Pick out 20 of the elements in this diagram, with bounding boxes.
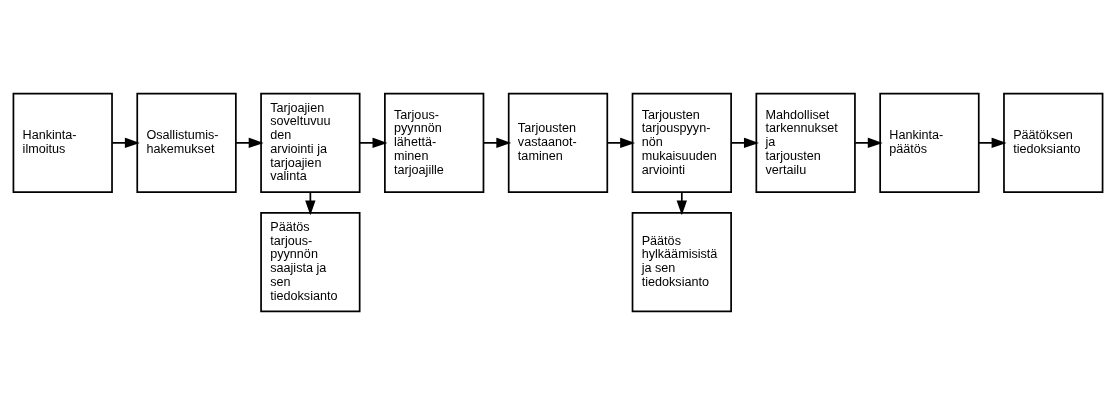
arrow (235, 137, 264, 149)
node-box: Päätös tarjous- pyynnön saajista ja sen tiedoksianto (260, 211, 361, 313)
node-box: Tarjoajien soveltuvuu den arviointi ja tarjoajien valinta (260, 92, 361, 194)
arrow (978, 137, 1007, 149)
arrow (111, 137, 140, 149)
arrow (482, 137, 512, 149)
arrow (676, 191, 688, 216)
arrow (606, 137, 636, 149)
node-box: Mahdolliset tarkennukset ja tarjousten vertailu (755, 92, 856, 194)
node-box: Hankinta- ilmoitus (12, 92, 113, 194)
node-box: Tarjousten tarjouspyyn- nön mukaisuuden arviointi (631, 92, 732, 194)
arrow (730, 137, 759, 149)
node-box: Tarjousten vastaanot- taminen (507, 92, 609, 194)
arrow (359, 137, 388, 149)
node-box: Tarjous- pyynnön lähettä- minen tarjoajille (384, 92, 485, 194)
node-box: Osallistumis- hakemukset (136, 92, 237, 194)
node-box: Hankinta- päätös (879, 92, 980, 194)
arrow (854, 137, 883, 149)
node-box: Päätös hylkäämisistä ja sen tiedoksianto (631, 211, 732, 313)
node-box: Päätöksen tiedoksianto (1003, 92, 1104, 194)
